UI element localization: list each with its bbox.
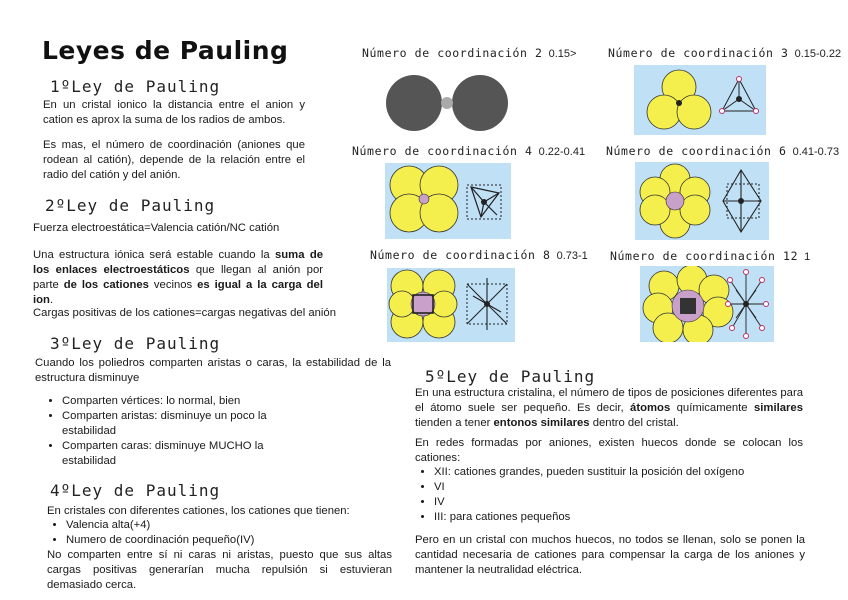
list-item: Valencia alta(+4): [66, 518, 366, 533]
law4-text-2: No comparten entre sí ni caras ni arista…: [47, 549, 392, 591]
list-item: Comparten aristas: disminuye un poco la …: [62, 409, 302, 439]
law3-list: Comparten vértices: lo normal, bien Comp…: [34, 394, 302, 469]
cn8-diagram: [387, 268, 515, 342]
law2-heading: 2ºLey de Pauling: [45, 196, 216, 215]
list-item: Numero de coordinación pequeño(IV): [66, 533, 366, 548]
list-item: XII: cationes grandes, pueden sustituir …: [434, 465, 814, 480]
list-item: IV: [434, 495, 814, 510]
cn4-diagram: [385, 163, 511, 239]
list-item: III: para cationes pequeños: [434, 510, 814, 525]
list-item: Comparten vértices: lo normal, bien: [62, 394, 302, 409]
anion-sphere: [386, 75, 442, 131]
law1-text-1: En un cristal ionico la distancia entre …: [43, 99, 305, 126]
law5-heading: 5ºLey de Pauling: [425, 367, 596, 386]
law1-text-2: Es mas, el número de coordinación (anion…: [43, 139, 305, 181]
list-item: Comparten caras: disminuye MUCHO la esta…: [62, 439, 302, 469]
law2-text-2: Una estructura iónica será estable cuand…: [33, 249, 323, 306]
law5-text-3: Pero en un cristal con muchos huecos, no…: [415, 534, 805, 576]
cn3-diagram: [634, 65, 766, 135]
law1-heading: 1ºLey de Pauling: [50, 77, 221, 96]
law2-text-1: Fuerza electroestática=Valencia catión/N…: [33, 222, 280, 234]
list-item: VI: [434, 480, 814, 495]
law4-text-1: En cristales con diferentes cationes, lo…: [47, 505, 350, 517]
law4-list: Valencia alta(+4) Numero de coordinación…: [38, 518, 366, 548]
law5-text-2: En redes formadas por aniones, existen h…: [415, 437, 803, 464]
cation-sphere: [441, 97, 453, 109]
law3-text-1: Cuando los poliedros comparten aristas o…: [35, 357, 391, 384]
cn12-diagram: [640, 266, 774, 342]
law5-list: XII: cationes grandes, pueden sustituir …: [406, 465, 814, 525]
cn6-diagram: [635, 162, 769, 240]
law2-text-3: Cargas positivas de los cationes=cargas …: [33, 307, 337, 319]
law3-heading: 3ºLey de Pauling: [50, 334, 221, 353]
law5-text-1: En una estructura cristalina, el número …: [415, 387, 803, 429]
anion-sphere: [452, 75, 508, 131]
law4-heading: 4ºLey de Pauling: [50, 481, 221, 500]
page-title: Leyes de Pauling: [42, 36, 289, 65]
cn2-diagram: [386, 75, 508, 131]
